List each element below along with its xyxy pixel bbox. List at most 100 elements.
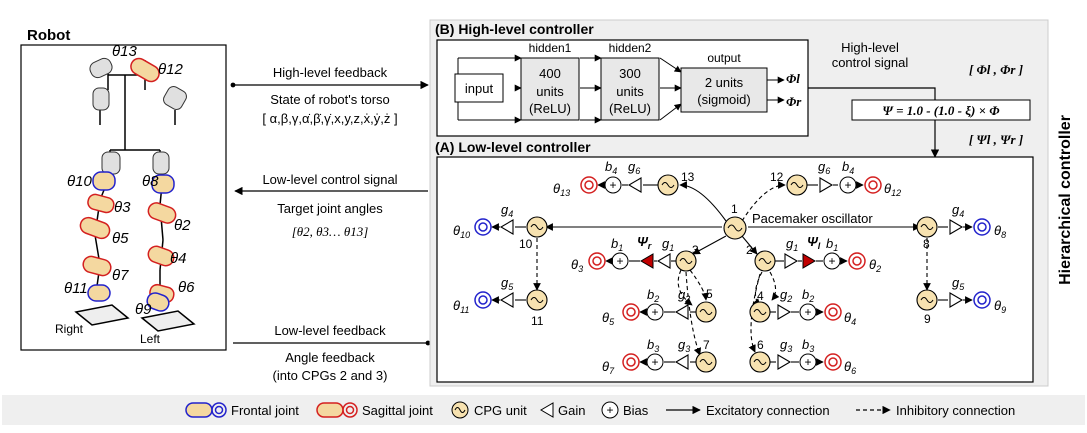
nn-hidden2-act: (ReLU) (609, 101, 651, 116)
cpg-connections (533, 181, 931, 356)
legend-frontal: Frontal joint (231, 403, 299, 418)
robot-right-label: Right (55, 322, 84, 336)
psi-triangles (640, 253, 816, 269)
target-vector-label: [θ2, θ3… θ13] (292, 224, 369, 239)
nn-out-l: Φl (786, 71, 800, 86)
cpg-waves (530, 182, 934, 365)
torso-vector-label: [ α,β,γ,α̇,β̇,γ̇,x,y,z,ẋ,ẏ,ż ] (262, 111, 397, 126)
angle-feedback-note: (into CPGs 2 and 3) (273, 368, 388, 383)
legend-excitatory: Excitatory connection (706, 403, 830, 418)
robot-figure (74, 60, 196, 332)
control-signal-path (808, 87, 940, 158)
node-8: 8 (923, 237, 930, 251)
nn-lines (457, 54, 785, 124)
node-10: 10 (519, 237, 533, 251)
node-11: 11 (531, 314, 544, 328)
joint-label-6: θ6 (178, 279, 195, 296)
output-chains (491, 181, 973, 366)
nn-hidden2-units: 300 (619, 66, 641, 81)
legend: Frontal joint Sagittal joint CPG unit Ga… (185, 401, 1015, 419)
torso-state-label: State of robot's torso (270, 92, 390, 107)
nn-out-r: Φr (786, 94, 802, 109)
high-feedback-label: High-level feedback (273, 65, 388, 80)
nn-hidden1-units2: units (536, 84, 564, 99)
nn-hidden1-box (520, 57, 580, 121)
nn-hidden1-label: hidden1 (529, 41, 572, 55)
node-13: 13 (681, 170, 695, 184)
nn-hidden2-box (600, 57, 660, 121)
joint-label-3: θ3 (114, 199, 131, 216)
signal-labels: High-level feedback State of robot's tor… (262, 65, 397, 383)
svg-text:+: + (609, 178, 616, 192)
nn-output-units: 2 units (705, 75, 744, 90)
joint-label-4: θ4 (170, 250, 186, 267)
angle-feedback-label: Angle feedback (285, 350, 375, 365)
svg-text:+: + (651, 355, 658, 369)
joint-label-9: θ9 (135, 301, 152, 318)
output-joints-frontal (474, 218, 991, 309)
legend-sagittal-icon (316, 402, 358, 418)
svg-text:+: + (828, 254, 835, 268)
nn-input-label: input (465, 81, 494, 96)
legend-sagittal: Sagittal joint (362, 403, 433, 418)
svg-text:+: + (651, 305, 658, 319)
legend-inhibitory: Inhibitory connection (896, 403, 1015, 418)
control-signal-label-1: High-level (841, 40, 899, 55)
nn-output-box (680, 67, 768, 113)
node-5: 5 (706, 287, 713, 301)
nn-output-act: (sigmoid) (697, 92, 750, 107)
gain-triangles (499, 177, 964, 370)
robot-panel (20, 44, 227, 351)
svg-text:+: + (616, 254, 623, 268)
control-signal-label-2: control signal (832, 55, 909, 70)
robot-left-label: Left (140, 332, 161, 346)
joint-label-7: θ7 (112, 267, 129, 284)
output-joints-sagittal (580, 176, 882, 371)
joint-label-2: θ2 (174, 217, 191, 234)
robot-joint-labels: θ13 θ12 θ10 θ8 θ3 θ2 θ5 θ4 θ11 θ7 θ6 θ9 (64, 43, 195, 318)
pacemaker-label: Pacemaker oscillator (752, 211, 873, 226)
legend-cpg-icon (451, 401, 469, 419)
svg-text:+: + (606, 403, 613, 417)
nn-input-box (454, 73, 504, 103)
psi-vector: [ Ψl , Ψr ] (969, 132, 1023, 147)
legend-bias: Bias (623, 403, 649, 418)
formula-text: Ψ = 1.0 - (1.0 - ξ) × Φ (882, 103, 1000, 118)
nn-hidden2-units2: units (616, 84, 644, 99)
robot-joints (79, 57, 187, 312)
nn-hidden1-units: 400 (539, 66, 561, 81)
svg-text:+: + (844, 178, 851, 192)
joint-label-12: θ12 (158, 61, 183, 78)
low-level-title: (A) Low-level controller (435, 139, 591, 155)
legend-cpg: CPG unit (474, 403, 527, 418)
hierarchical-label: Hierarchical controller (1057, 115, 1074, 285)
low-level-box (436, 156, 1034, 383)
cpg-node-numbers: 1 2 3 4 5 6 7 8 9 10 11 12 13 (519, 170, 931, 352)
svg-text:+: + (804, 305, 811, 319)
svg-text:+: + (804, 355, 811, 369)
nn-output-label: output (707, 51, 741, 65)
node-9: 9 (924, 312, 931, 326)
joint-label-11: θ11 (64, 280, 88, 297)
joint-label-5: θ5 (112, 230, 129, 247)
sym-psi-l: Ψl (807, 234, 821, 251)
joint-label-10: θ10 (67, 173, 92, 190)
nn-hidden2-label: hidden2 (609, 41, 652, 55)
low-control-label: Low-level control signal (262, 172, 397, 187)
joint-label-13: θ13 (112, 43, 137, 60)
legend-bias-icon: + (601, 401, 619, 419)
phi-vector: [ Φl , Φr ] (969, 62, 1023, 77)
bias-plus: + + + + + + + + (609, 178, 851, 369)
node-7: 7 (703, 338, 710, 352)
node-2: 2 (746, 243, 753, 257)
robot-title: Robot (27, 27, 70, 44)
legend-gain-icon (540, 402, 554, 418)
joint-label-8: θ8 (142, 173, 159, 190)
node-12: 12 (770, 170, 784, 184)
legend-gain: Gain (558, 403, 585, 418)
node-1: 1 (731, 202, 738, 216)
low-feedback-label: Low-level feedback (274, 323, 386, 338)
nn-hidden1-act: (ReLU) (529, 101, 571, 116)
signal-arrows (230, 80, 431, 346)
high-level-title: (B) High-level controller (435, 21, 594, 37)
